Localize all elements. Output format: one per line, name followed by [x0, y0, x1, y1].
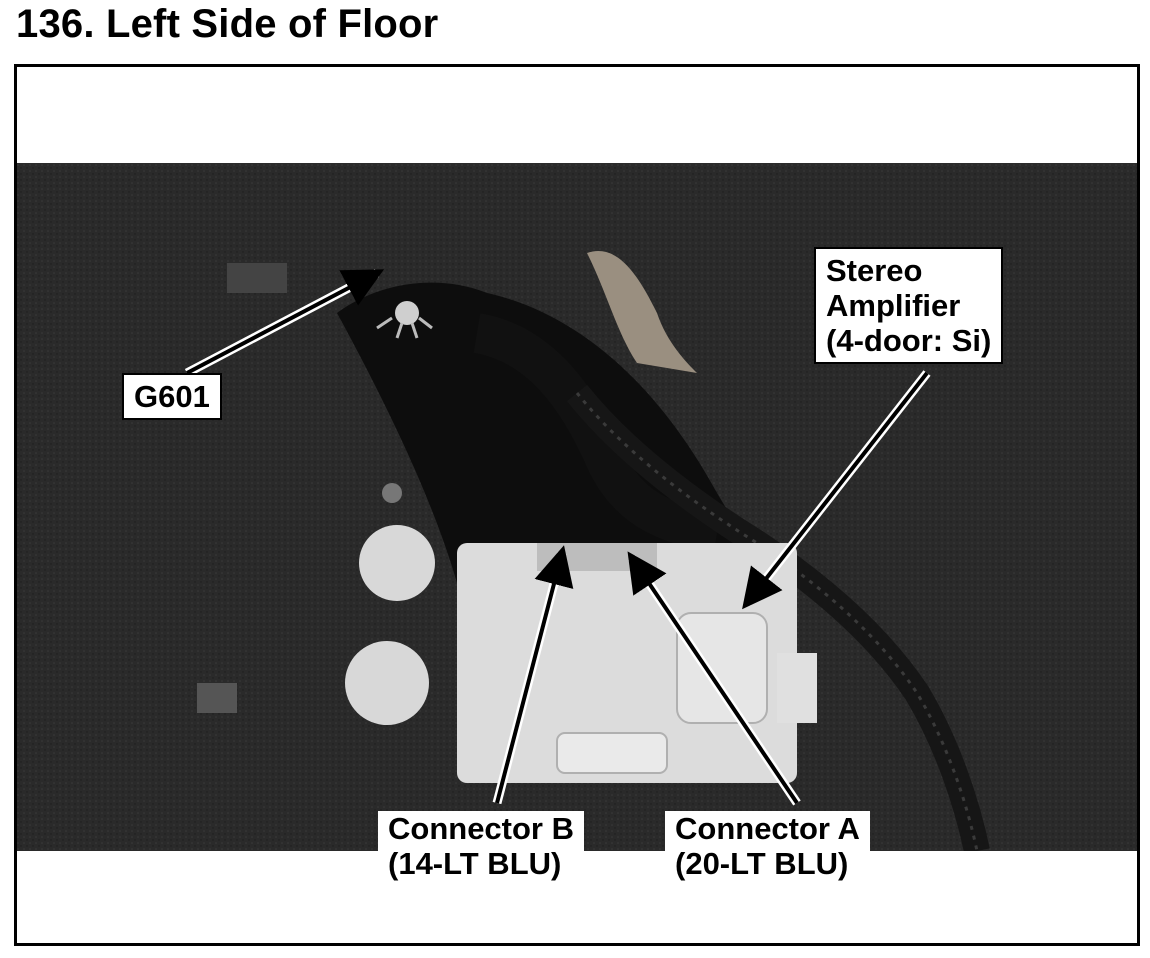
connector-b-label: Connector B (14-LT BLU): [378, 811, 584, 881]
connector-a-name: Connector A: [675, 811, 860, 846]
g601-text: G601: [134, 379, 210, 414]
g601-label: G601: [122, 373, 222, 420]
photo-frame: G601 Stereo Amplifier (4-door: Si) Conne…: [14, 64, 1140, 946]
page-title: 136. Left Side of Floor: [16, 2, 439, 46]
amplifier-line-3: (4-door: Si): [826, 323, 992, 358]
amplifier-line-2: Amplifier: [826, 288, 961, 323]
connector-a-label: Connector A (20-LT BLU): [665, 811, 870, 881]
amplifier-line-1: Stereo: [826, 253, 923, 288]
connector-b-name: Connector B: [388, 811, 574, 846]
connector-a-spec: (20-LT BLU): [675, 846, 849, 881]
connector-b-spec: (14-LT BLU): [388, 846, 562, 881]
stereo-amplifier-label: Stereo Amplifier (4-door: Si): [814, 247, 1004, 364]
